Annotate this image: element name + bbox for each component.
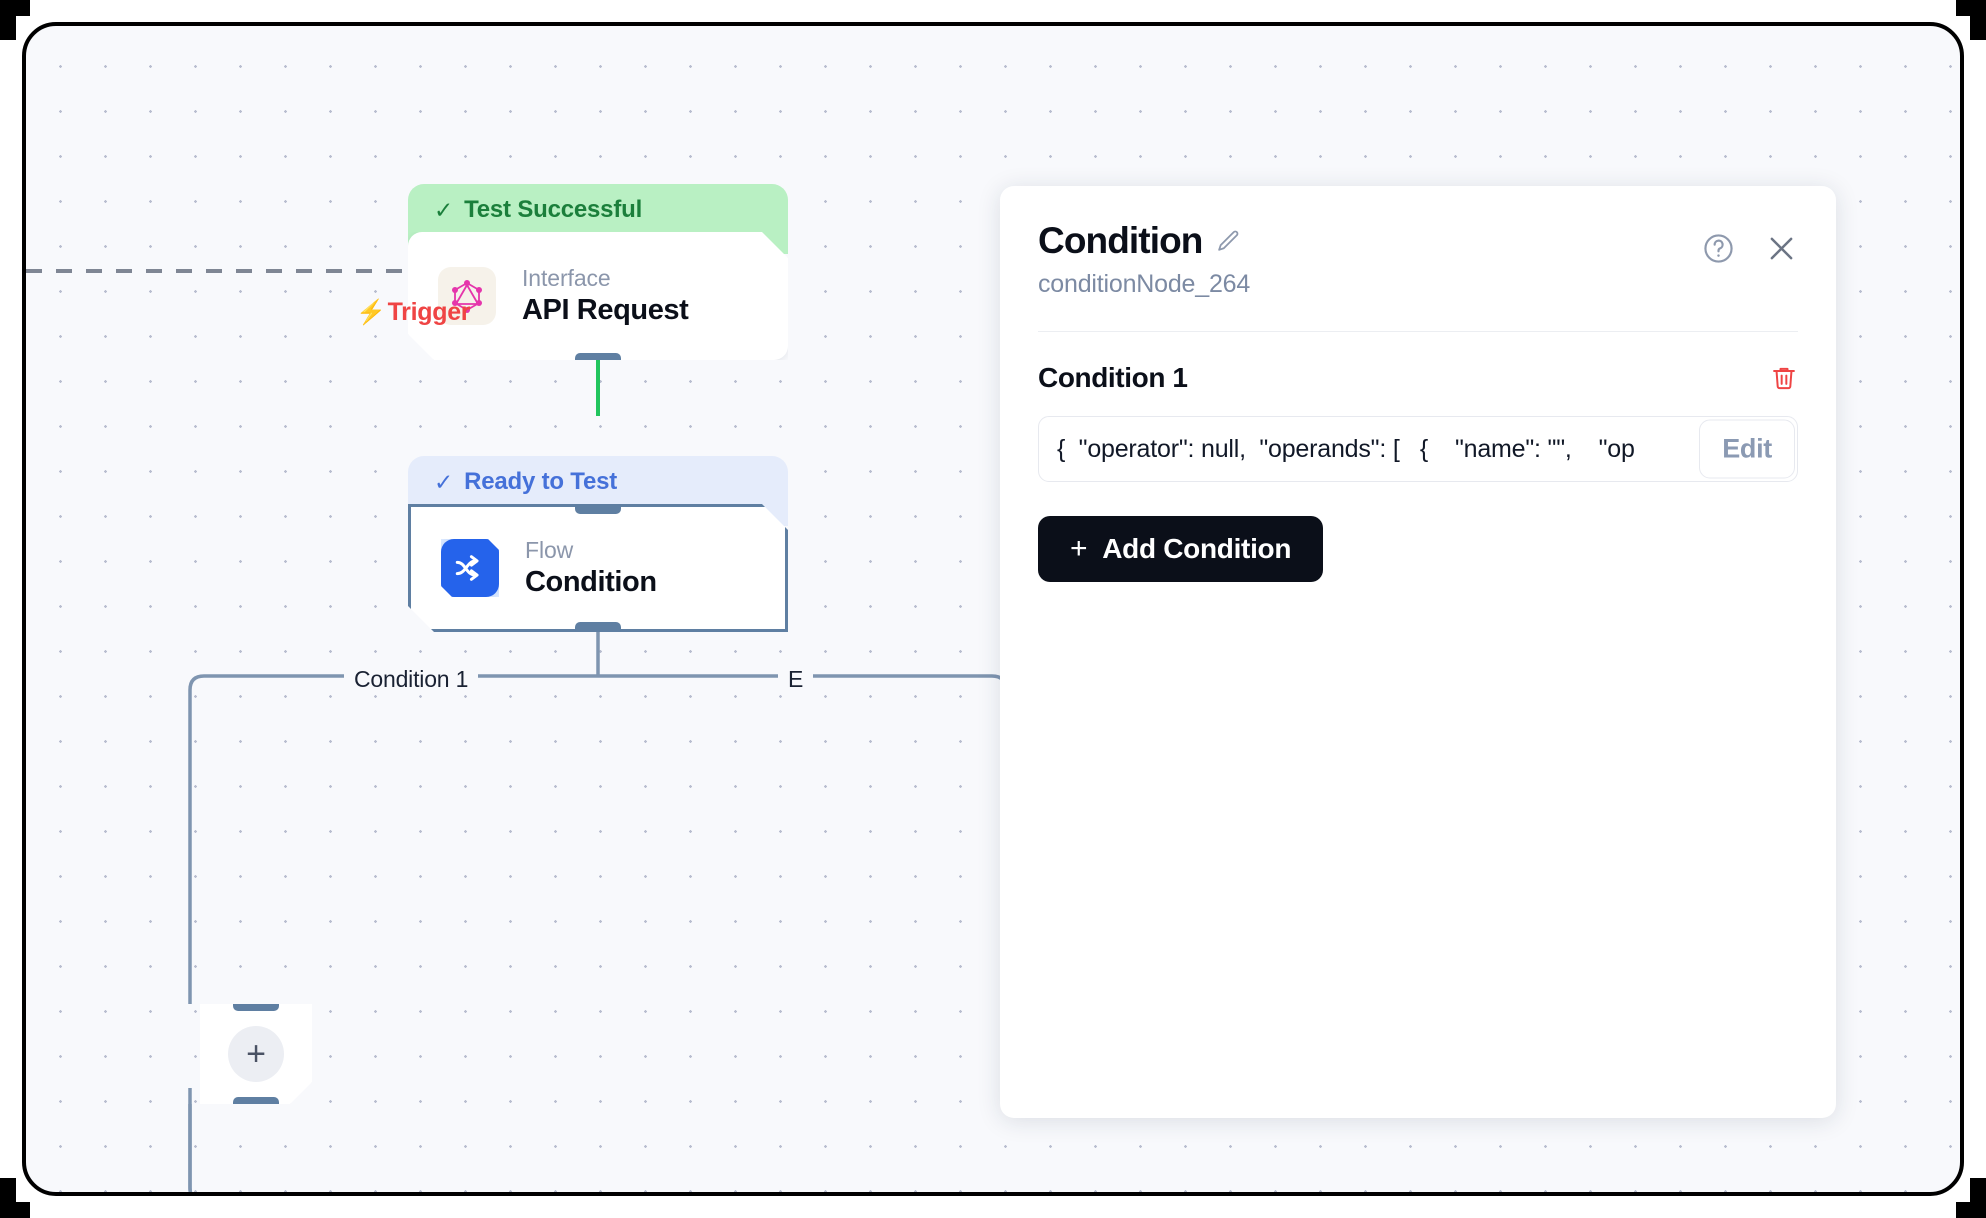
check-icon: ✓ <box>434 196 454 223</box>
check-icon: ✓ <box>434 468 454 495</box>
trash-icon[interactable] <box>1770 364 1798 392</box>
plus-icon: + <box>1070 532 1088 565</box>
node-body-api-request[interactable]: Interface API Request <box>408 232 788 360</box>
node-handle-bottom[interactable] <box>575 353 621 366</box>
node-condition[interactable]: ✓ Ready to Test Flow Condition <box>408 456 788 632</box>
corner-mark-bottom-right-v <box>1970 1178 1986 1218</box>
edge-plus-out <box>188 1088 193 1192</box>
node-title-label: API Request <box>522 294 689 326</box>
lightning-bolt-icon: ⚡ <box>356 298 386 326</box>
node-body-condition[interactable]: Flow Condition <box>408 504 788 632</box>
edge-label-condition-1: Condition 1 <box>344 664 479 695</box>
node-title-label: Condition <box>525 566 657 598</box>
condition-value-text: { "operator": null, "operands": [ { "nam… <box>1057 434 1635 463</box>
flow-branch-icon <box>441 539 499 597</box>
add-node-placeholder[interactable]: + <box>200 1004 312 1104</box>
panel-divider <box>1038 331 1798 332</box>
edge-label-else: E <box>778 664 814 695</box>
edge-branch-condition-1 <box>188 674 598 1004</box>
condition-label: Condition 1 <box>1038 362 1188 393</box>
edit-condition-button[interactable]: Edit <box>1699 419 1795 479</box>
edge-merge-bottom <box>188 1104 193 1192</box>
node-kind-label: Flow <box>525 537 574 563</box>
close-icon[interactable] <box>1765 232 1798 265</box>
node-kind-label: Interface <box>522 265 611 291</box>
edge-branch-else <box>598 674 1008 886</box>
node-handle-bottom[interactable] <box>575 622 621 635</box>
help-circle-icon[interactable] <box>1702 232 1735 265</box>
pencil-icon[interactable] <box>1216 229 1241 254</box>
node-status-label: Test Successful <box>464 196 643 223</box>
placeholder-handle-top[interactable] <box>233 998 279 1011</box>
add-condition-button[interactable]: + Add Condition <box>1038 516 1324 582</box>
node-api-request[interactable]: ✓ Test Successful <box>408 184 788 360</box>
plus-icon[interactable]: + <box>228 1026 284 1082</box>
node-handle-top[interactable] <box>575 501 621 514</box>
condition-value-input[interactable]: { "operator": null, "operands": [ { "nam… <box>1038 416 1798 482</box>
trigger-text: Trigger <box>387 298 471 326</box>
add-condition-label: Add Condition <box>1102 533 1292 564</box>
graphql-icon <box>438 267 496 325</box>
panel-title: Condition <box>1038 220 1203 261</box>
trigger-label: ⚡ Trigger <box>356 298 471 327</box>
node-status-label: Ready to Test <box>464 468 618 495</box>
panel-subtitle: conditionNode_264 <box>1038 270 1251 298</box>
placeholder-handle-bottom[interactable] <box>233 1097 279 1110</box>
condition-header: Condition 1 <box>1038 362 1798 394</box>
panel-header: Condition conditionNode_264 <box>1038 220 1798 299</box>
node-config-panel[interactable]: Condition conditionNode_264 <box>1000 186 1836 1118</box>
corner-mark-top-right-v <box>1970 0 1986 40</box>
corner-mark-bottom-left-v <box>0 1178 16 1218</box>
corner-mark-top-left-v <box>0 0 16 40</box>
